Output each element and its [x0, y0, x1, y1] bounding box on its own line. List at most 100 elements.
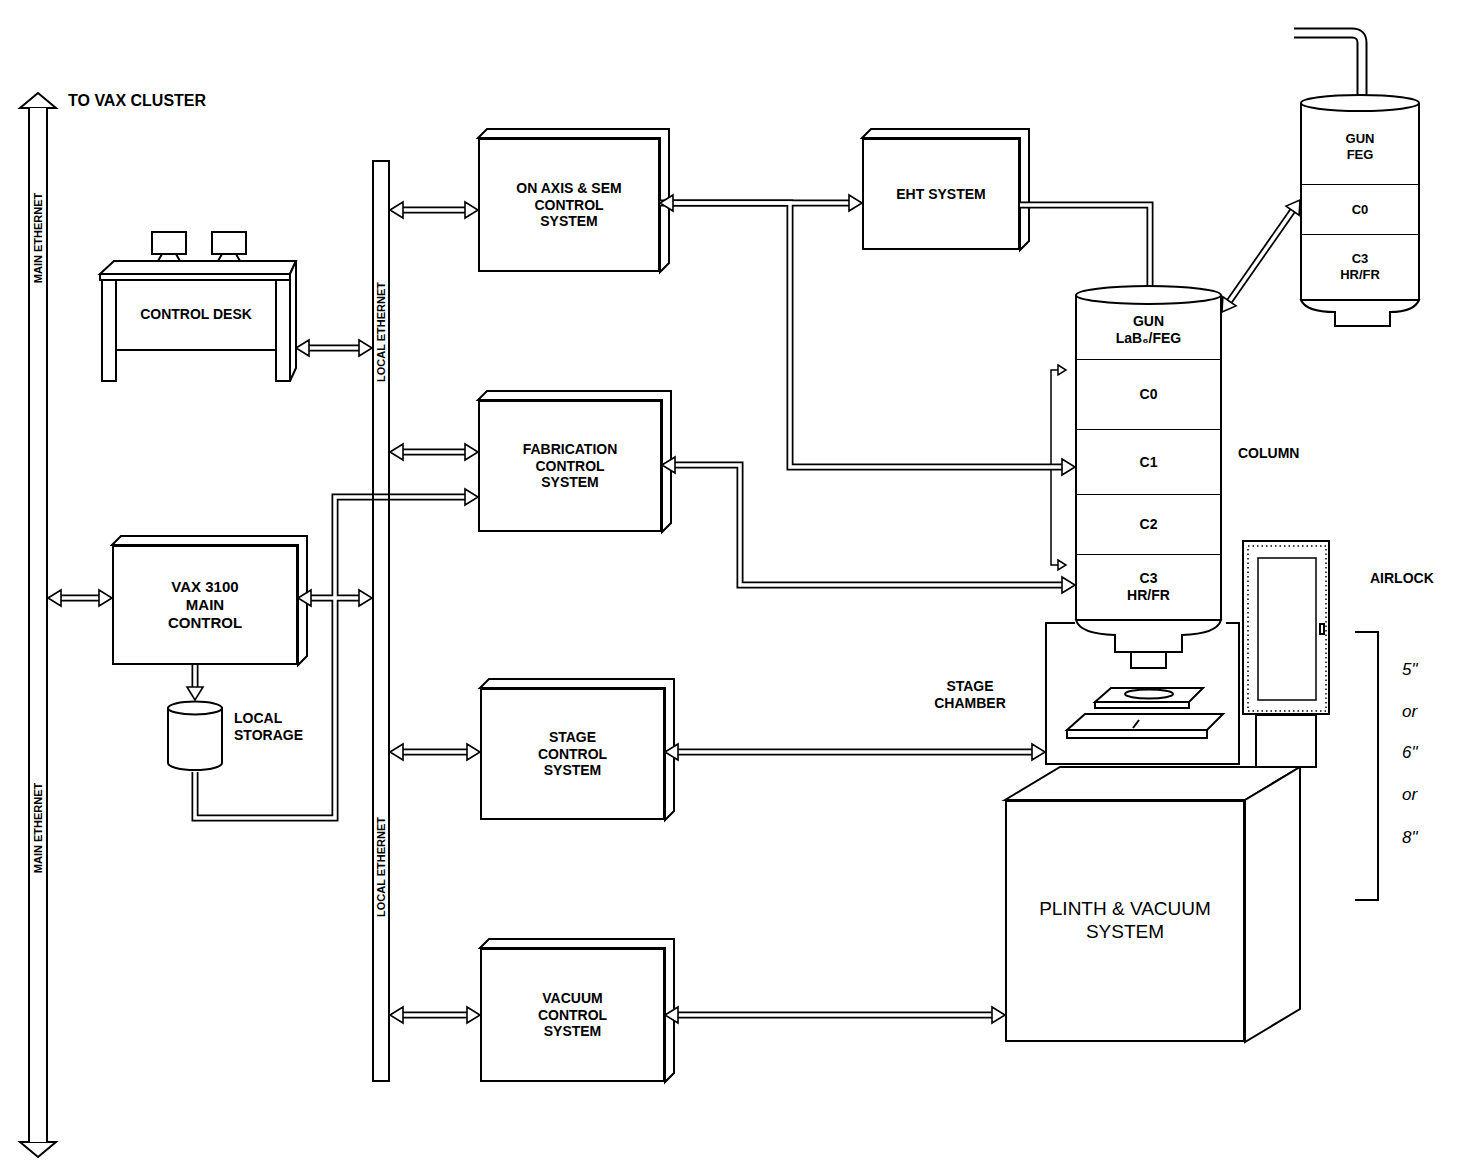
node-label: ON AXIS & SEM CONTROL SYSTEM [512, 180, 626, 230]
node-label: C0 [1140, 386, 1158, 403]
process-box: EHT SYSTEM [862, 138, 1020, 250]
node-label: VACUUM CONTROL SYSTEM [516, 990, 630, 1040]
plinth-side [1245, 767, 1300, 1042]
connector [193, 665, 197, 687]
connector [678, 1012, 992, 1019]
stage-slot [1133, 720, 1139, 728]
dimension-label: or [1402, 785, 1417, 805]
node-label: C1 [1140, 454, 1158, 471]
column-taper [1076, 620, 1221, 652]
arrowhead [662, 457, 675, 473]
monitor [212, 232, 246, 254]
column-section: C0 [1300, 185, 1420, 235]
connector [403, 449, 465, 456]
node-label: C3 HR/FR [1334, 251, 1386, 282]
stage-plate-edge [1095, 702, 1189, 708]
arrowhead [1222, 297, 1236, 312]
connector [309, 346, 359, 350]
airlock-box: AIRLOCK [1242, 540, 1330, 715]
arrowhead [660, 195, 673, 211]
node-label: EHT SYSTEM [896, 186, 985, 203]
box-depth [480, 679, 674, 820]
node-label: MAIN ETHERNET [32, 781, 44, 875]
arrowhead [298, 590, 311, 606]
box-depth [480, 939, 674, 1082]
box-depth [112, 536, 307, 665]
connector [61, 595, 99, 602]
column-section: C3 HR/FR [1075, 555, 1222, 620]
plinth-box: PLINTH & VACUUM SYSTEM [1005, 800, 1245, 1042]
node-label: PLINTH & VACUUM SYSTEM [1023, 898, 1228, 944]
arrowhead [99, 590, 112, 606]
bracket-arrow [1058, 365, 1066, 375]
connector [403, 207, 465, 214]
desk-top [100, 261, 296, 274]
column-cap [1076, 286, 1221, 304]
process-box: VACUUM CONTROL SYSTEM [480, 948, 665, 1082]
column-section: GUN FEG [1300, 110, 1420, 185]
connector [192, 665, 199, 687]
bus-arrowhead [20, 1142, 56, 1157]
column-section: C2 [1075, 495, 1222, 555]
arrowhead [359, 340, 372, 356]
drum-body [168, 708, 222, 770]
connector [675, 465, 1062, 585]
connector [61, 596, 99, 600]
airlock-box-drawing [1244, 542, 1332, 717]
desk-side [290, 261, 296, 381]
node-label: GUN FEG [1337, 131, 1383, 162]
arrowhead [849, 195, 862, 211]
node-label: VAX 3100 MAIN CONTROL [159, 578, 251, 632]
door-handle [1320, 624, 1324, 634]
node-label: COLUMN [1238, 445, 1299, 462]
connector [403, 1013, 467, 1017]
arrowhead [390, 1007, 403, 1023]
node-label: LOCAL STORAGE [234, 710, 316, 744]
desk-leg [102, 280, 116, 381]
arrowhead [48, 590, 61, 606]
arrowhead [1032, 744, 1045, 760]
arrowhead [665, 744, 678, 760]
box-depth [478, 391, 671, 532]
connector [675, 465, 1062, 585]
connector [403, 750, 467, 754]
node-label: STAGE CHAMBER [927, 678, 1013, 712]
stage-chamber: STAGE CHAMBER [1045, 622, 1240, 765]
process-box: VAX 3100 MAIN CONTROL [112, 545, 298, 665]
node-label: C0 [1352, 202, 1369, 218]
airlock-hatch [1248, 546, 1326, 711]
connector [678, 749, 1032, 756]
column-section: C1 [1075, 430, 1222, 495]
stage-plate [1095, 688, 1203, 702]
column-nozzle [1131, 652, 1166, 668]
storage-drum: LOCAL STORAGE [166, 700, 316, 772]
arrowhead [390, 744, 403, 760]
electron-column: COLUMNGUN LaB₆/FEGC0C1C2C3 HR/FR [1075, 285, 1222, 670]
bus-label: TO VAX CLUSTER [68, 91, 206, 110]
dimension-label: 5" [1402, 660, 1418, 680]
drum-top [168, 702, 222, 715]
box-depth [862, 129, 1029, 250]
arrowhead [1062, 577, 1075, 593]
arrowhead [465, 489, 478, 505]
arrowhead [187, 687, 203, 700]
column-section: C0 [1075, 360, 1222, 430]
bracket-arrow [1058, 560, 1066, 570]
dimension-label: 6" [1402, 743, 1418, 763]
process-box: STAGE CONTROL SYSTEM [480, 688, 665, 820]
airlock-door [1258, 558, 1316, 700]
node-label: C2 [1140, 516, 1158, 533]
chamber-top [1045, 622, 1240, 624]
ethernet-bus: LOCAL ETHERNETLOCAL ETHERNET [372, 160, 390, 1082]
connector [403, 450, 465, 454]
arrowhead [467, 1007, 480, 1023]
node-label: MAIN ETHERNET [32, 191, 44, 285]
stage-chamber-drawing [1047, 622, 1242, 765]
gun-pipe [1294, 33, 1362, 97]
desk-leg [276, 280, 290, 381]
arrowhead [465, 444, 478, 460]
airlock-support [1256, 715, 1316, 767]
arrowhead [1286, 200, 1300, 215]
arrowhead [665, 1007, 678, 1023]
